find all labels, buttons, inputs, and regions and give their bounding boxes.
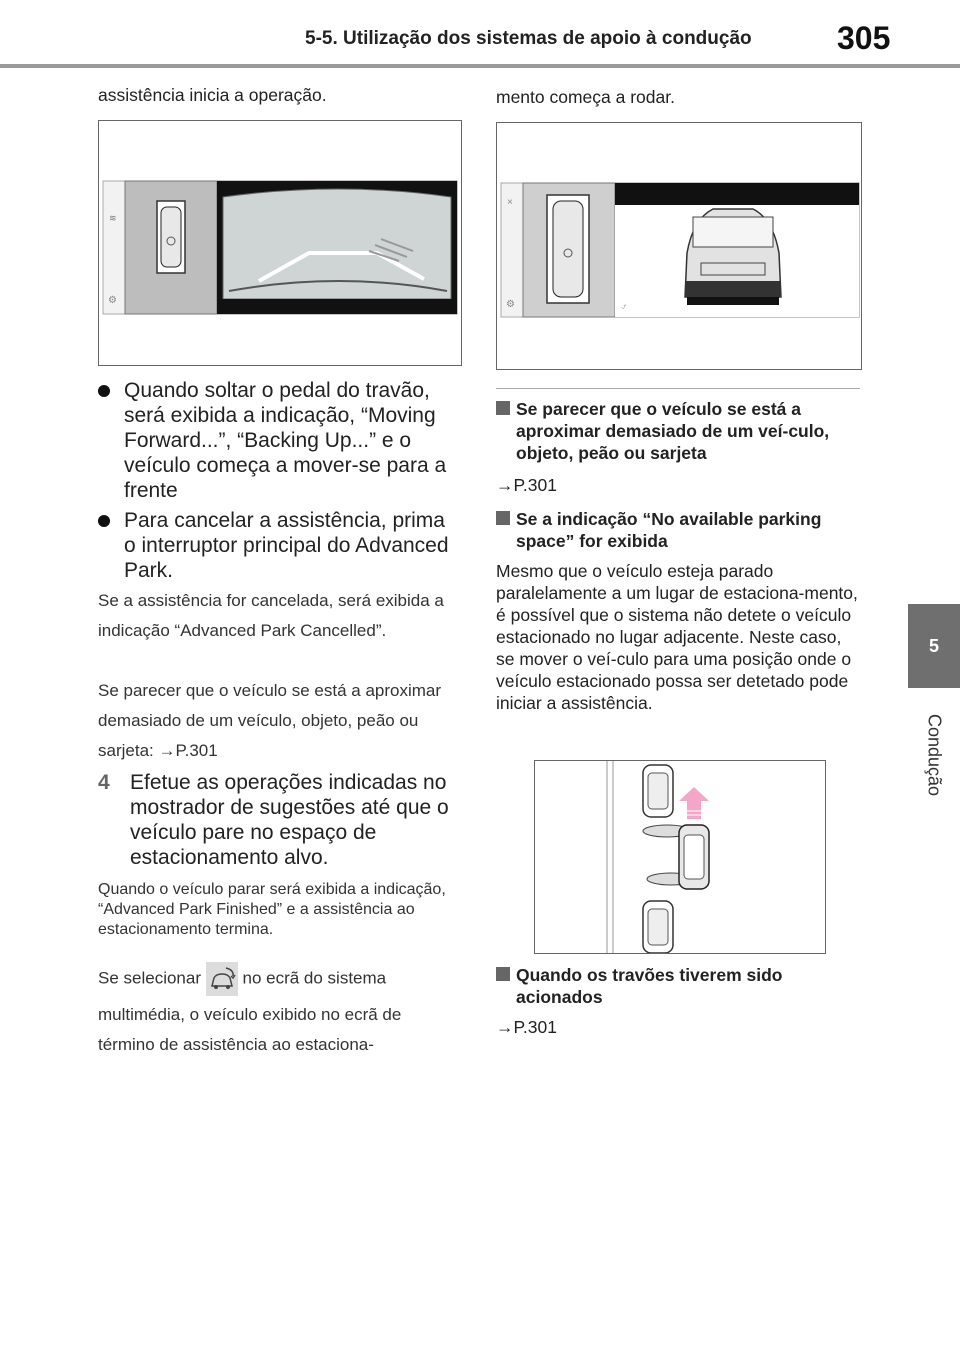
svg-text:≋: ≋ <box>109 213 117 223</box>
square-marker-icon <box>496 401 510 415</box>
svg-text:×: × <box>507 197 513 208</box>
parking-screen-1-drawing: ≋ ⚙ <box>102 180 458 315</box>
section-title: 5-5. Utilização dos sistemas de apoio à … <box>305 28 752 49</box>
svg-text:⚙: ⚙ <box>108 295 117 306</box>
heading-brakes: Quando os travões tiverem sido acionados <box>496 964 860 1008</box>
chapter-number: 5 <box>928 635 939 656</box>
right-intro-text: mento começa a rodar. <box>496 87 675 107</box>
bullet-dot-icon <box>98 385 110 397</box>
square-marker-icon <box>496 967 510 981</box>
note-too-close: Se parecer que o veículo se está a aprox… <box>98 681 442 760</box>
svg-text:⍻: ⍻ <box>621 301 626 311</box>
car-return-icon[interactable] <box>205 962 238 996</box>
page-number: 305 <box>837 20 891 56</box>
chapter-tab[interactable]: 5 <box>908 604 960 688</box>
step-text: Efetue as operações indicadas no mostrad… <box>130 771 449 869</box>
para-no-space: Mesmo que o veículo esteja parado parale… <box>496 561 858 713</box>
chapter-label: Condução <box>924 713 945 797</box>
figure-parallel-parking <box>534 760 826 954</box>
svg-text:⚙: ⚙ <box>506 299 515 310</box>
select-icon-line: Se selecionar no ecrã do sistema <box>98 962 458 996</box>
select-icon-continued: multimédia, o veículo exibido no ecrã de… <box>98 1005 402 1054</box>
ref-brakes[interactable]: →P.301 <box>496 1017 557 1037</box>
figure-parking-screen-2: × ⚙ ⍻ <box>496 122 862 370</box>
square-marker-icon <box>496 511 510 525</box>
parking-screen-2-drawing: × ⚙ ⍻ <box>500 182 860 318</box>
left-intro-text: assistência inicia a operação. <box>98 85 327 105</box>
ref-too-close[interactable]: →P.301 <box>496 475 557 495</box>
step-4: 4 Efetue as operações indicadas no mostr… <box>98 770 460 869</box>
bullet-cancel-assist: Para cancelar a assistência, prima o int… <box>98 508 454 583</box>
heading-too-close: Se parecer que o veículo se está a aprox… <box>496 398 860 464</box>
page-ref-link[interactable]: →P.301 <box>158 741 218 760</box>
heading-no-space: Se a indicação “No available parking spa… <box>496 508 860 552</box>
parallel-parking-diagram <box>606 761 710 954</box>
figure-parking-screen-1: ≋ ⚙ <box>98 120 462 366</box>
bullet-release-brake: Quando soltar o pedal do travão, será ex… <box>98 378 454 503</box>
step-note: Quando o veículo parar será exibida a in… <box>98 881 446 938</box>
section-divider <box>496 388 860 389</box>
bullet-dot-icon <box>98 515 110 527</box>
header-divider <box>0 64 960 68</box>
note-cancelled: Se a assistência for cancelada, será exi… <box>98 591 444 640</box>
step-number: 4 <box>98 771 110 794</box>
